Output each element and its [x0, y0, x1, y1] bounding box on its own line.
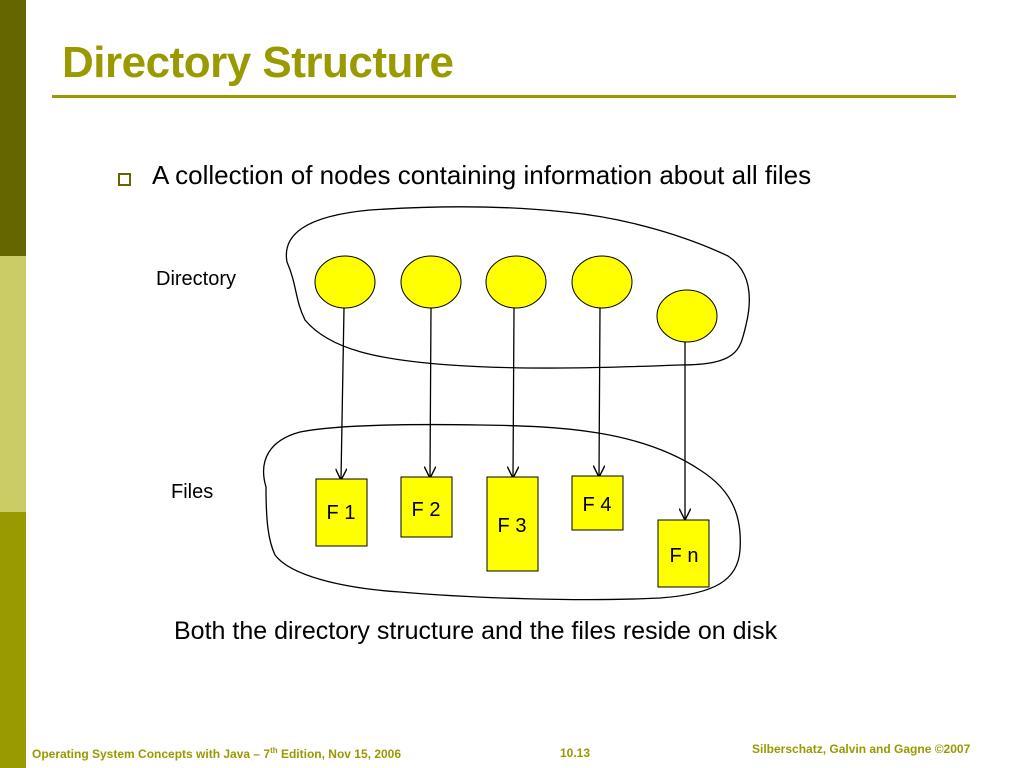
footer-page-number: 10.13	[560, 746, 591, 760]
bullet-text: A collection of nodes containing informa…	[152, 160, 812, 190]
footer-left-pre: Operating System Concepts with Java – 7	[32, 747, 271, 761]
slide-title: Directory Structure	[62, 38, 454, 87]
file-box-1	[315, 478, 368, 547]
arrow-node-2	[430, 307, 431, 477]
file-label-1: F 1	[327, 502, 356, 524]
side-band-top	[0, 0, 26, 256]
footer-right: Silberschatz, Galvin and Gagne ©2007	[752, 742, 971, 756]
directory-label: Directory	[156, 268, 236, 290]
file-box-n	[657, 519, 710, 588]
files-outline	[262, 423, 741, 601]
title-underline	[52, 95, 956, 98]
side-band-middle	[0, 256, 26, 512]
side-band-bottom	[0, 512, 26, 768]
file-label-n: F n	[670, 545, 699, 567]
arrow-node-4	[599, 307, 600, 476]
directory-node-n	[656, 289, 718, 343]
directory-node-4	[571, 255, 633, 309]
bottom-caption: Both the directory structure and the fil…	[174, 617, 778, 645]
file-box-2	[400, 476, 453, 538]
files-label: Files	[171, 481, 213, 503]
file-label-2: F 2	[412, 499, 441, 521]
directory-node-3	[485, 255, 547, 309]
file-label-4: F 4	[583, 494, 612, 516]
file-label-3: F 3	[498, 515, 527, 537]
footer-left-post: Edition, Nov 15, 2006	[277, 747, 402, 761]
file-box-3	[486, 476, 539, 572]
file-box-4	[571, 475, 624, 531]
footer-left: Operating System Concepts with Java – 7t…	[32, 746, 401, 761]
arrow-node-3	[513, 307, 514, 477]
arrow-node-1	[341, 307, 344, 479]
footer-left-sup: th	[270, 746, 278, 755]
directory-node-2	[400, 255, 462, 309]
square-bullet-icon	[118, 173, 131, 186]
directory-node-1	[314, 255, 376, 309]
directory-outline	[285, 206, 750, 369]
